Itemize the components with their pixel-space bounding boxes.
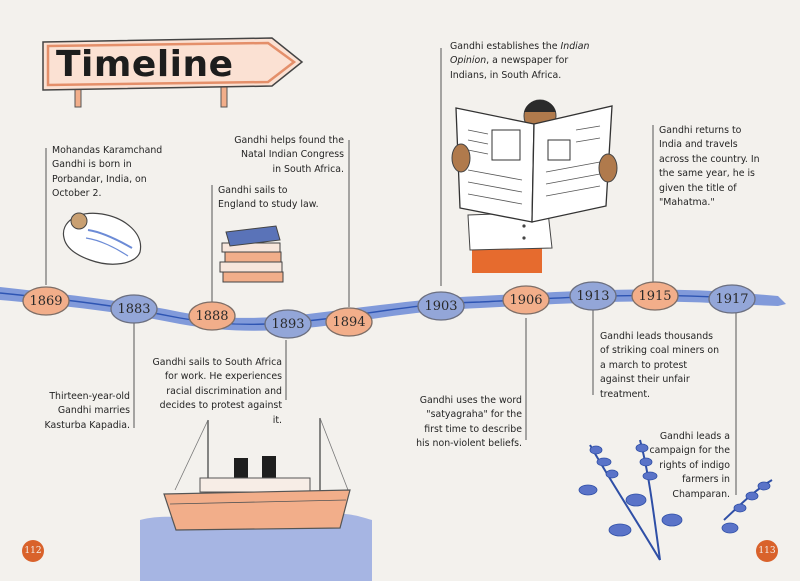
event-1869-text: Mohandas Karamchand Gandhi is born in Po…: [52, 145, 163, 200]
event-1894-text: Gandhi helps found the Natal Indian Cong…: [234, 135, 344, 175]
signpost-illustration: [42, 37, 304, 108]
indigo-plant-illustration: [578, 439, 773, 561]
year-1883: 1883: [117, 301, 151, 317]
baby-illustration: [62, 212, 142, 265]
year-1888: 1888: [195, 308, 229, 324]
event-1903-text: Gandhi establishes the Indian Opinion, a…: [450, 40, 590, 83]
year-1917: 1917: [715, 291, 749, 307]
page-badge-left: [22, 540, 44, 562]
newspaper-reader-illustration: [451, 99, 618, 273]
indian-opinion-title: Indian Opinion: [450, 41, 590, 67]
page-badge-right: [756, 540, 778, 562]
year-1869: 1869: [29, 293, 63, 309]
page-title: Timeline: [56, 44, 234, 85]
page-number-right: 113: [758, 546, 776, 556]
event-1906-text: Gandhi uses the word "satyagraha" for th…: [416, 395, 522, 450]
year-1894: 1894: [332, 314, 366, 330]
event-1903-text-c: , a newspaper for Indians, in South Afri…: [450, 55, 569, 81]
connector-lines: [45, 48, 737, 495]
year-1893: 1893: [271, 316, 305, 332]
event-1883-text: Thirteen-year-old Gandhi marries Kasturb…: [44, 391, 130, 431]
event-1893-text: Gandhi sails to South Africa for work. H…: [152, 357, 283, 426]
year-1913: 1913: [576, 288, 610, 304]
books-illustration: [219, 225, 284, 283]
event-1903-text-a: Gandhi establishes the: [450, 41, 558, 52]
year-1903: 1903: [424, 298, 458, 314]
ship-illustration: [140, 417, 372, 581]
event-1888-text: Gandhi sails to England to study law.: [218, 185, 319, 211]
event-1913-text: Gandhi leads thousands of striking coal …: [600, 331, 720, 400]
year-1906: 1906: [509, 292, 543, 308]
page-number-left: 112: [24, 546, 42, 556]
event-1915-text: Gandhi returns to India and travels acro…: [659, 125, 760, 209]
event-1917-text: Gandhi leads a campaign for the rights o…: [649, 431, 730, 500]
year-1915: 1915: [638, 288, 672, 304]
year-badges: [22, 281, 756, 339]
